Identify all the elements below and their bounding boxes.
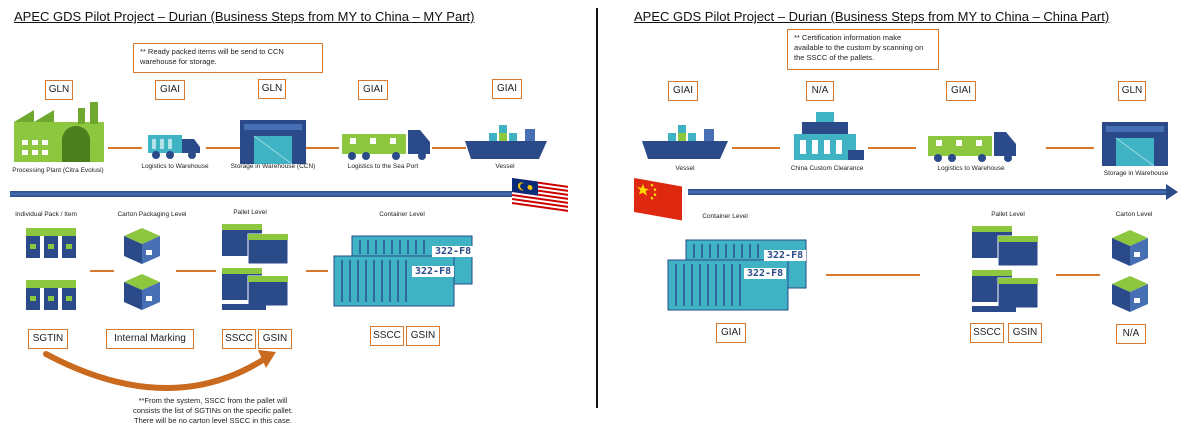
tag-internal-marking: Internal Marking <box>106 329 194 349</box>
pallet-icon <box>222 224 289 310</box>
tag-giai-logistics: GIAI <box>155 80 185 100</box>
connector-line <box>1056 274 1100 276</box>
tag-na-customs: N/A <box>806 81 834 101</box>
truck-icon <box>928 132 1016 162</box>
right-note: ** Certification information make availa… <box>787 29 939 70</box>
step-label-plant: Processing Plant (Citra Evolusi) <box>12 167 104 174</box>
step-label-storage: Storage in Warehouse (CCN) <box>230 163 316 170</box>
connector-line <box>826 274 920 276</box>
connector-line <box>108 147 142 149</box>
china-flag-icon <box>634 178 682 221</box>
tag-gsin-container: GSIN <box>406 326 440 346</box>
tag-gln-plant: GLN <box>45 80 73 100</box>
truck-icon <box>148 135 200 159</box>
level-label-container: Container Level <box>379 211 425 218</box>
container-code-label: 322-F8 <box>764 250 807 261</box>
pallet-icon <box>972 226 1039 312</box>
flow-arrow <box>688 189 1168 195</box>
level-label-carton: Carton Level <box>1115 211 1153 218</box>
ship-icon <box>465 125 547 159</box>
level-label-pallet: Pallet Level <box>233 209 267 216</box>
ship-icon <box>642 125 728 159</box>
factory-icon <box>14 102 104 162</box>
level-label-carton: Carton Packaging Level <box>117 211 187 218</box>
panel-divider <box>596 8 598 408</box>
step-label-logistics: Logistics to Warehouse <box>141 163 209 170</box>
customs-building-icon <box>794 112 864 160</box>
step-label-customs: China Custom Clearance <box>790 165 864 172</box>
tag-giai-vessel: GIAI <box>492 79 522 99</box>
tag-gsin: GSIN <box>258 329 292 349</box>
truck-icon <box>342 130 430 160</box>
left-note: ** Ready packed items will be send to CC… <box>133 43 323 73</box>
tag-giai-seaport: GIAI <box>358 80 388 100</box>
connector-line <box>868 147 916 149</box>
shipping-container-icon <box>333 235 473 307</box>
tag-sscc: SSCC <box>222 329 256 349</box>
step-label-vessel: Vessel <box>675 165 695 172</box>
container-code-label: 322-F8 <box>432 246 475 257</box>
connector-line <box>305 147 339 149</box>
level-label-pallet: Pallet Level <box>991 211 1025 218</box>
level-label-item: Individual Pack / Item <box>15 211 77 218</box>
tag-giai-logistics: GIAI <box>946 81 976 101</box>
flow-arrowhead <box>1166 184 1178 200</box>
warehouse-icon <box>1102 122 1168 167</box>
carton-box-icon <box>124 228 160 310</box>
step-label-vessel: Vessel <box>495 163 515 170</box>
left-title: APEC GDS Pilot Project – Durian (Busines… <box>14 9 475 24</box>
connector-line <box>176 270 216 272</box>
connector-line <box>306 270 328 272</box>
tag-sscc: SSCC <box>970 323 1004 343</box>
right-title: APEC GDS Pilot Project – Durian (Busines… <box>634 9 1110 24</box>
tag-gsin: GSIN <box>1008 323 1042 343</box>
tag-sscc-container: SSCC <box>370 326 404 346</box>
carton-box-icon <box>1112 230 1148 312</box>
connector-line <box>732 147 780 149</box>
step-label-logistics: Logistics to Warehouse <box>937 165 1005 172</box>
connector-line <box>90 270 114 272</box>
connector-line <box>432 147 466 149</box>
tag-gln-storage: GLN <box>258 79 286 99</box>
connector-line <box>206 147 240 149</box>
durian-pack-icon <box>26 228 76 310</box>
tag-giai-vessel: GIAI <box>668 81 698 101</box>
tag-na-carton: N/A <box>1116 324 1146 344</box>
tag-gln-storage: GLN <box>1118 81 1146 101</box>
step-label-seaport: Logistics to the Sea Port <box>347 163 419 170</box>
warehouse-icon <box>240 120 306 165</box>
connector-line <box>1046 147 1094 149</box>
malaysia-flag-icon <box>512 178 568 214</box>
container-code-label: 322-F8 <box>744 268 787 279</box>
tag-giai-container: GIAI <box>716 323 746 343</box>
step-label-storage: Storage in Warehouse <box>1103 170 1169 177</box>
tag-sgtin: SGTIN <box>28 329 68 349</box>
flow-arrow <box>10 191 522 197</box>
left-bottom-note: **From the system, SSCC from the pallet … <box>132 396 294 425</box>
curved-arrow-icon <box>43 350 276 391</box>
container-code-label: 322-F8 <box>412 266 455 277</box>
level-label-container: Container Level <box>702 213 748 220</box>
